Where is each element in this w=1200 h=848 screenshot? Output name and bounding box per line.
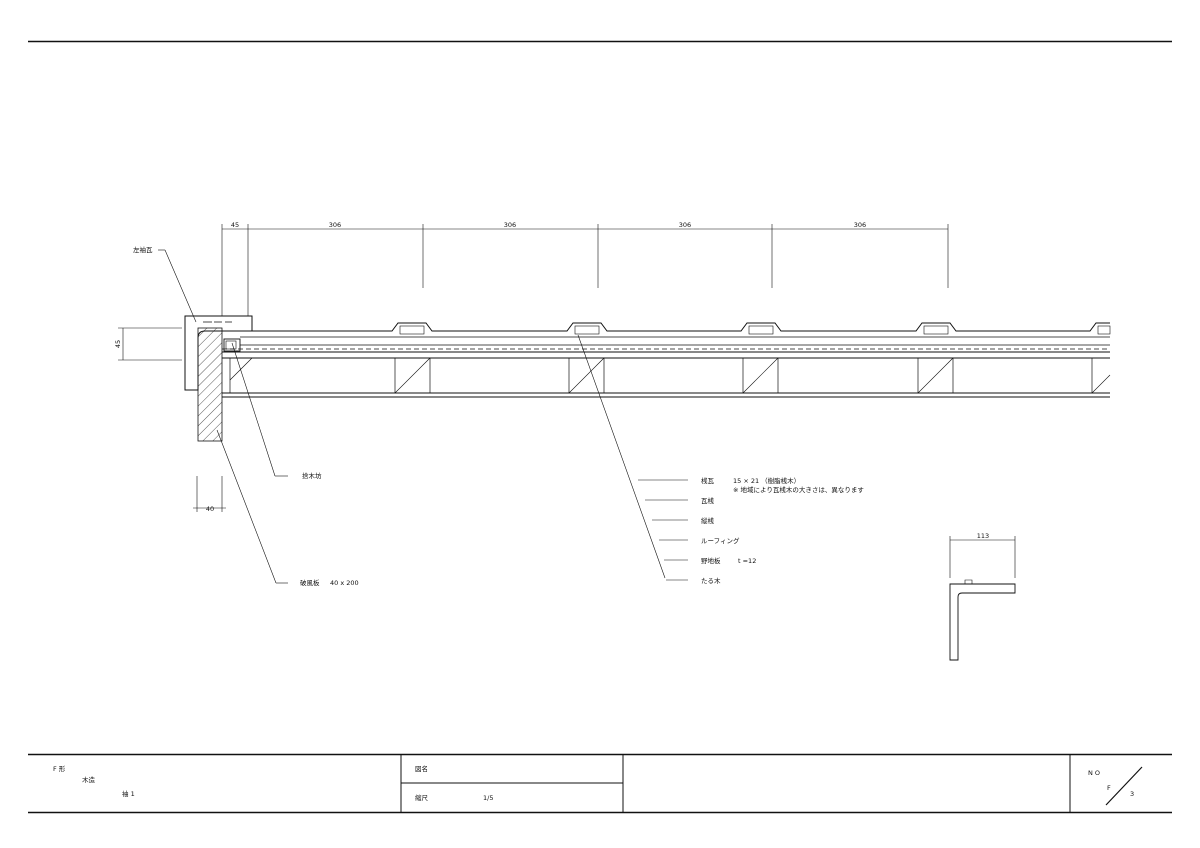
dim-detail-width: 113 [977, 532, 989, 540]
dim-spacing-4: 306 [854, 221, 866, 229]
dimension-chain [221, 224, 949, 316]
left-leaders [158, 249, 288, 584]
edge-batten-inner [225, 340, 237, 350]
callout-left-sleeve-tile: 左袖瓦 [133, 245, 153, 254]
sheet-series: F [1107, 784, 1111, 792]
dimension-eave-height [118, 327, 182, 361]
dim-board-thickness: 40 [206, 505, 214, 513]
legend-batten-label: 桟瓦 [701, 476, 715, 485]
sheet-number: 3 [1130, 790, 1134, 798]
legend-roofing: ルーフィング [701, 536, 740, 545]
legend-batten-spec: 15 × 21 （樹脂桟木） [733, 476, 800, 485]
callout-barge-board-size: 40 x 200 [330, 579, 359, 587]
scale-label: 縮尺 [415, 793, 429, 802]
scale-value: 1/5 [483, 794, 493, 802]
legend-batten-note: ※ 地域により瓦桟木の大きさは、異なります [733, 485, 864, 494]
roof-layers [222, 322, 1111, 398]
detail-notch [964, 579, 973, 584]
title-block [28, 753, 1172, 814]
legend-rafter: たる木 [701, 576, 721, 585]
title-sleeve: 袖 1 [122, 789, 135, 798]
detail-dimension [949, 536, 1016, 578]
detail-tile-profile [949, 583, 1016, 661]
left-sleeve-tile [184, 315, 253, 391]
callout-barge-board: 破風板 [300, 578, 320, 587]
drawing-name-label: 図名 [415, 764, 428, 773]
callout-edge-batten: 捨木坊 [302, 471, 322, 480]
sheet-no-label: N O [1088, 769, 1100, 777]
legend-leaders [577, 334, 688, 581]
dimension-board-thickness [193, 476, 226, 512]
legend-vertical-batten: 縦桟 [701, 516, 715, 525]
title-series: F 形 [53, 765, 66, 773]
dim-spacing-2: 306 [504, 221, 516, 229]
dim-overhang: 45 [231, 221, 239, 229]
roof-tile-profile [252, 322, 1110, 332]
legend-sheathing-spec: t =12 [738, 557, 756, 565]
legend-tile-batten: 瓦桟 [701, 496, 715, 505]
dim-eave-height: 45 [114, 340, 122, 348]
title-structure: 木造 [82, 775, 96, 784]
legend-sheathing-label: 野地板 [701, 556, 721, 565]
dim-spacing-3: 306 [679, 221, 691, 229]
barge-board [197, 327, 223, 442]
dim-spacing-1: 306 [329, 221, 341, 229]
